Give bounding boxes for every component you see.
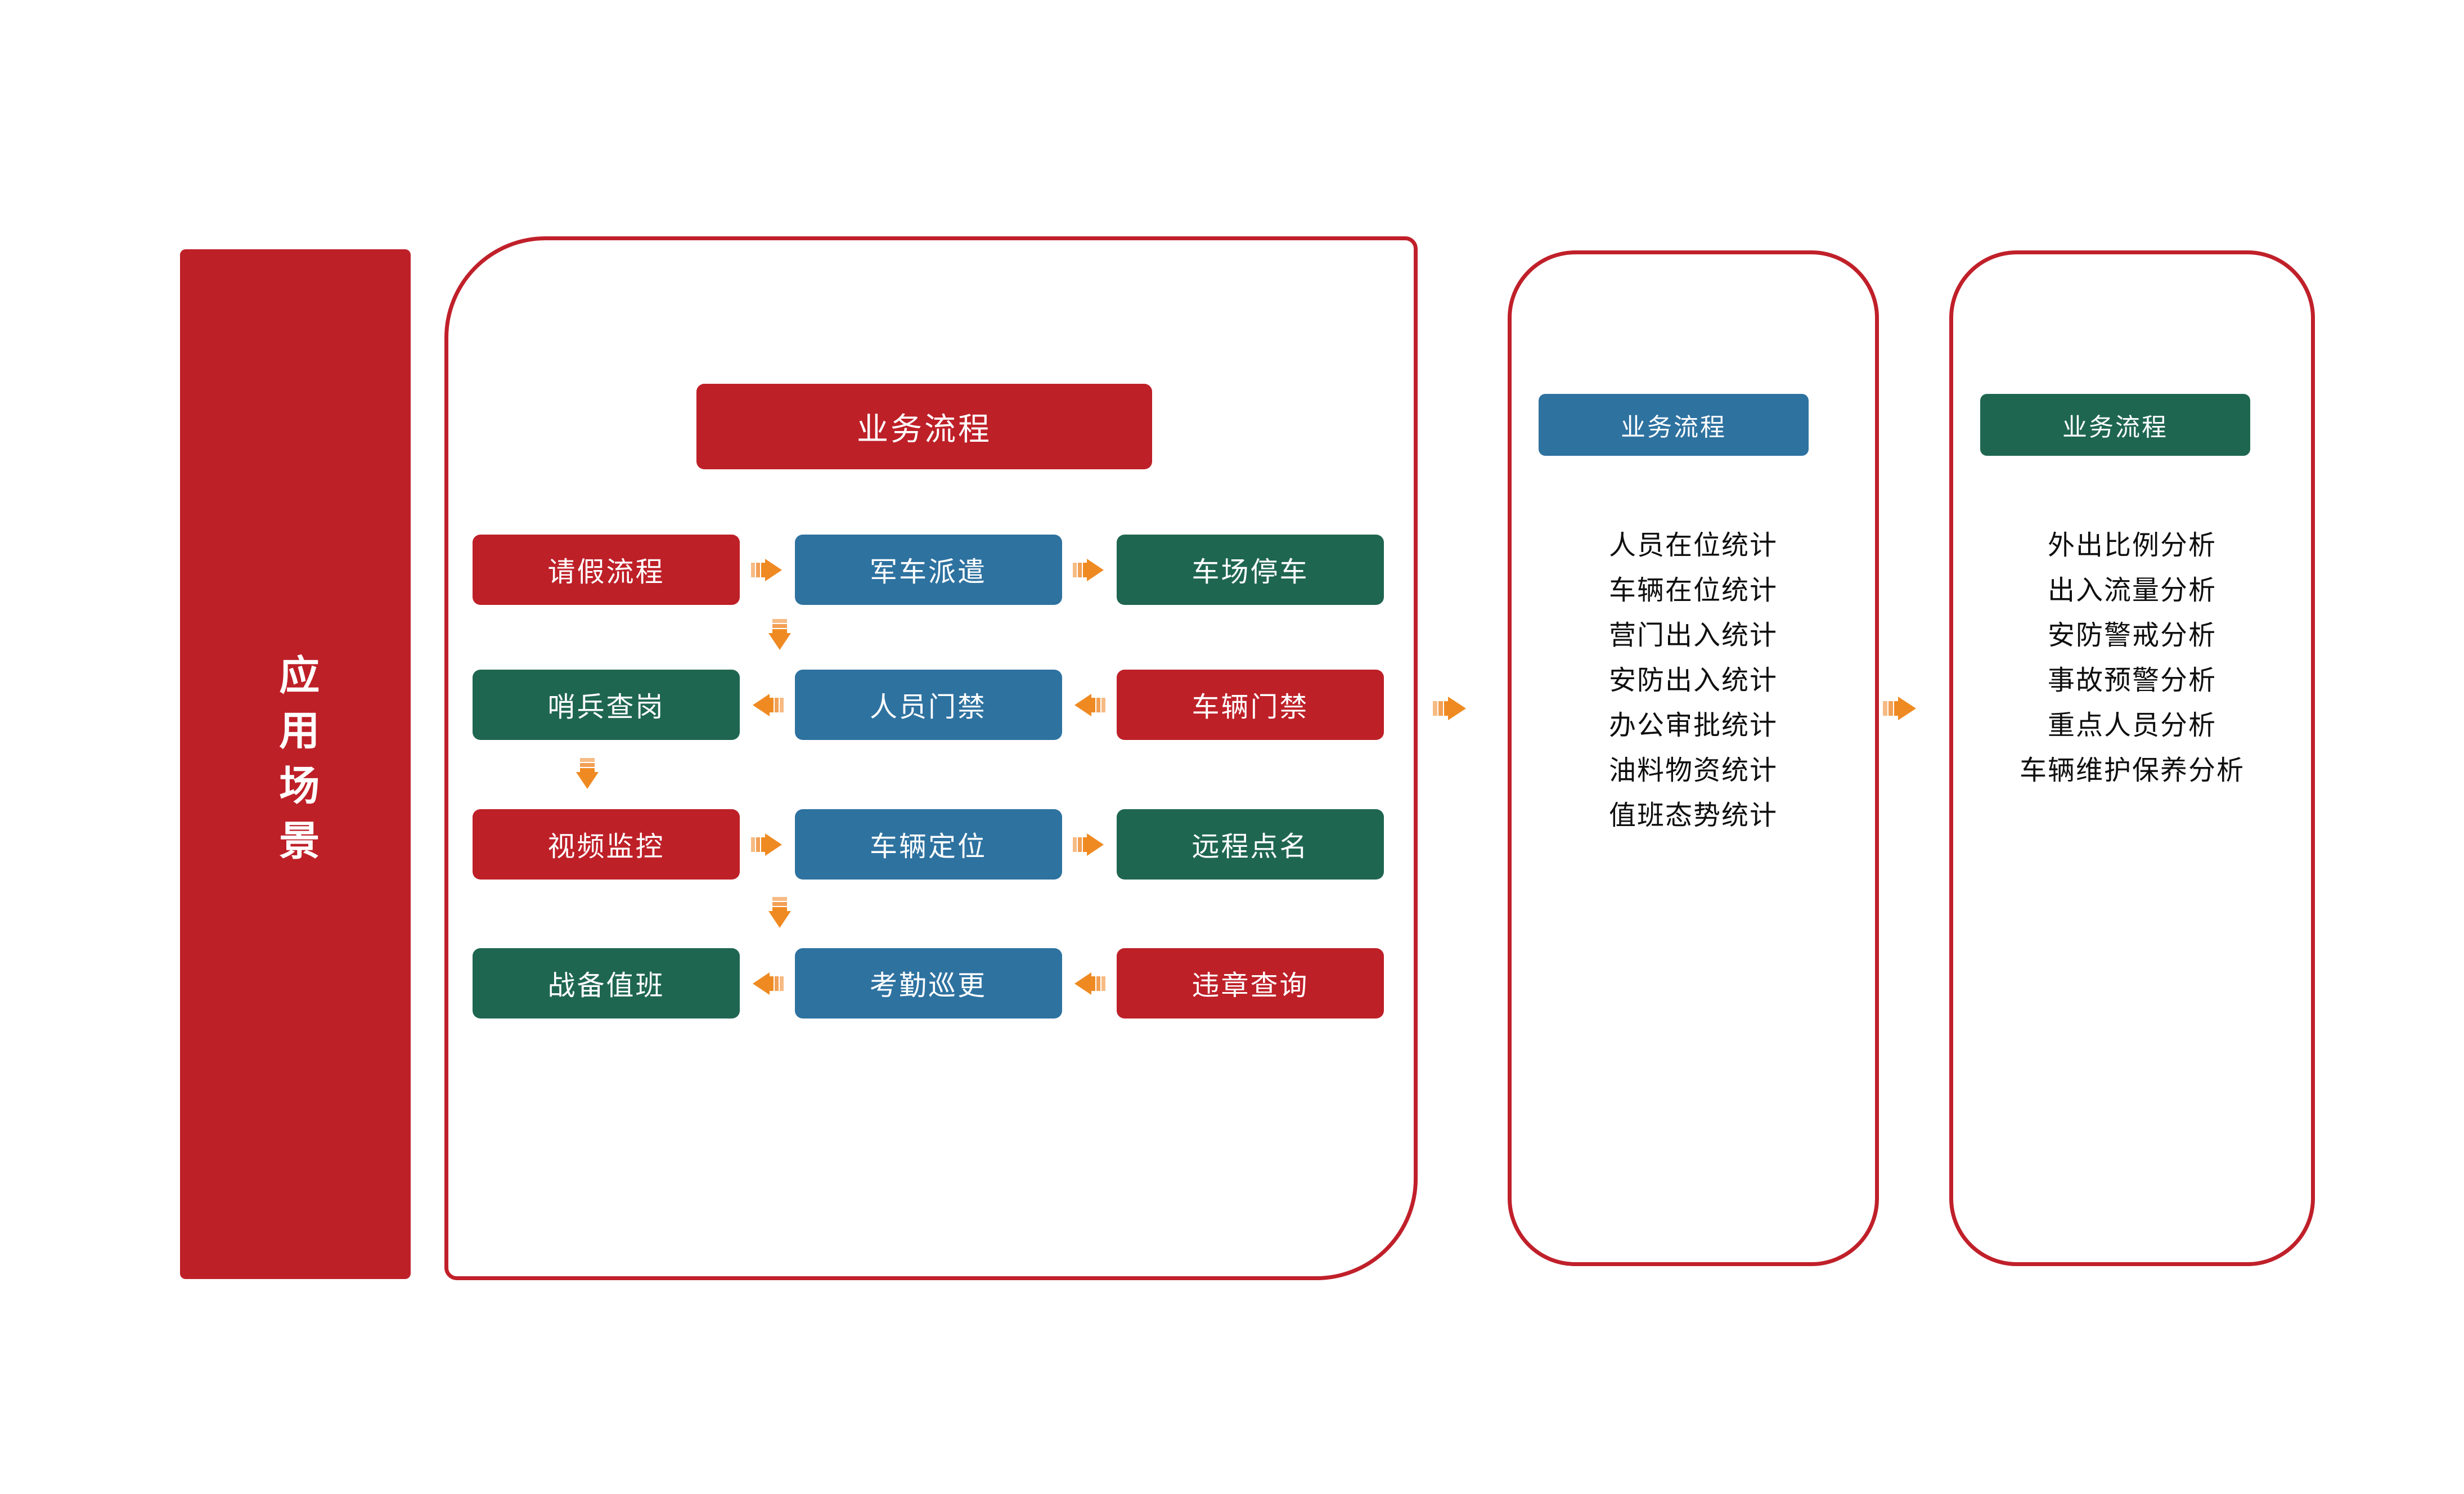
flow-box-label: 人员门禁 bbox=[869, 691, 987, 723]
analysis-panel-header: 业务流程 bbox=[1980, 394, 2250, 456]
flow-box[interactable]: 考勤巡更 bbox=[794, 948, 1062, 1019]
flow-box[interactable]: 视频监控 bbox=[473, 809, 740, 880]
flow-box-label: 请假流程 bbox=[547, 556, 665, 588]
flow-box-label: 视频监控 bbox=[547, 831, 665, 863]
list-item[interactable]: 人员在位统计 bbox=[1608, 530, 1778, 561]
arrow-right-icon bbox=[1072, 555, 1107, 585]
flow-row: 哨兵查岗 人员门禁 bbox=[473, 670, 1384, 740]
flow-box-label: 考勤巡更 bbox=[869, 970, 987, 1002]
flow-arrow-slot bbox=[1062, 690, 1117, 720]
flow-box-label: 车辆定位 bbox=[869, 831, 987, 863]
stats-list: 人员在位统计 车辆在位统计 营门出入统计 安防出入统计 办公审批统计 油料物资统… bbox=[1508, 529, 1879, 832]
flow-box-label: 战备值班 bbox=[547, 970, 665, 1002]
arrow-left-icon bbox=[750, 969, 785, 998]
flow-box[interactable]: 请假流程 bbox=[473, 535, 740, 605]
flow-arrow-slot bbox=[740, 690, 795, 720]
flow-arrow-slot bbox=[740, 969, 795, 998]
flow-arrow-slot bbox=[740, 555, 795, 585]
list-item[interactable]: 油料物资统计 bbox=[1608, 755, 1778, 786]
flow-arrow-slot bbox=[740, 830, 795, 859]
flow-box[interactable]: 战备值班 bbox=[473, 948, 740, 1019]
scenario-bar: 应用场景 bbox=[180, 249, 411, 1279]
flow-box-label: 违章查询 bbox=[1191, 970, 1309, 1002]
process-panel-header: 业务流程 bbox=[696, 384, 1152, 469]
list-item[interactable]: 重点人员分析 bbox=[2047, 710, 2216, 741]
flow-arrow-slot bbox=[1062, 969, 1117, 998]
list-item[interactable]: 事故预警分析 bbox=[2047, 665, 2216, 696]
flow-box[interactable]: 车场停车 bbox=[1117, 535, 1384, 605]
flow-row: 请假流程 军车派遣 bbox=[473, 535, 1384, 605]
flow-box-label: 远程点名 bbox=[1191, 831, 1309, 863]
stats-panel-header-label: 业务流程 bbox=[1621, 413, 1726, 442]
arrow-down-icon bbox=[765, 618, 794, 653]
arrow-right-icon bbox=[750, 555, 785, 585]
flow-arrow-slot bbox=[1062, 830, 1117, 859]
list-item[interactable]: 车辆在位统计 bbox=[1608, 575, 1778, 606]
list-item[interactable]: 安防出入统计 bbox=[1608, 665, 1778, 696]
process-panel-header-label: 业务流程 bbox=[857, 411, 992, 448]
list-item[interactable]: 安防警戒分析 bbox=[2047, 620, 2216, 651]
flow-box-label: 车场停车 bbox=[1191, 556, 1309, 588]
flow-arrow-slot bbox=[1062, 555, 1117, 585]
flow-box[interactable]: 人员门禁 bbox=[794, 670, 1062, 740]
list-item[interactable]: 值班态势统计 bbox=[1608, 800, 1778, 831]
list-item[interactable]: 出入流量分析 bbox=[2047, 575, 2216, 606]
list-item[interactable]: 营门出入统计 bbox=[1608, 620, 1778, 651]
arrow-down-icon bbox=[765, 896, 794, 931]
flow-box[interactable]: 车辆门禁 bbox=[1117, 670, 1384, 740]
list-item[interactable]: 车辆维护保养分析 bbox=[2019, 755, 2245, 786]
analysis-list: 外出比例分析 出入流量分析 安防警戒分析 事故预警分析 重点人员分析 车辆维护保… bbox=[1949, 529, 2315, 787]
arrow-right-icon bbox=[750, 830, 785, 859]
flow-box[interactable]: 远程点名 bbox=[1117, 809, 1384, 880]
arrow-left-icon bbox=[750, 690, 785, 720]
flow-box-label: 哨兵查岗 bbox=[547, 691, 665, 723]
arrow-down-icon bbox=[573, 757, 602, 792]
arrow-left-icon bbox=[1072, 969, 1107, 998]
flow-box[interactable]: 违章查询 bbox=[1117, 948, 1384, 1019]
scenario-bar-label: 应用场景 bbox=[272, 654, 320, 874]
flow-box[interactable]: 军车派遣 bbox=[794, 535, 1062, 605]
arrow-right-icon bbox=[1072, 830, 1107, 859]
stats-panel-header: 业务流程 bbox=[1539, 394, 1809, 456]
flow-row: 战备值班 考勤巡更 bbox=[473, 948, 1384, 1019]
process-flow-grid: 请假流程 军车派遣 bbox=[473, 535, 1384, 1019]
arrow-right-icon bbox=[1882, 693, 1919, 724]
arrow-right-icon bbox=[1432, 693, 1469, 724]
list-item[interactable]: 办公审批统计 bbox=[1608, 710, 1778, 741]
arrow-left-icon bbox=[1072, 690, 1107, 720]
flow-row: 视频监控 车辆定位 bbox=[473, 809, 1384, 880]
list-item[interactable]: 外出比例分析 bbox=[2047, 530, 2216, 561]
flow-box-label: 军车派遣 bbox=[869, 556, 987, 588]
flow-box[interactable]: 哨兵查岗 bbox=[473, 670, 740, 740]
flow-box-label: 车辆门禁 bbox=[1191, 691, 1309, 723]
analysis-panel-header-label: 业务流程 bbox=[2062, 413, 2168, 442]
flow-box[interactable]: 车辆定位 bbox=[794, 809, 1062, 880]
